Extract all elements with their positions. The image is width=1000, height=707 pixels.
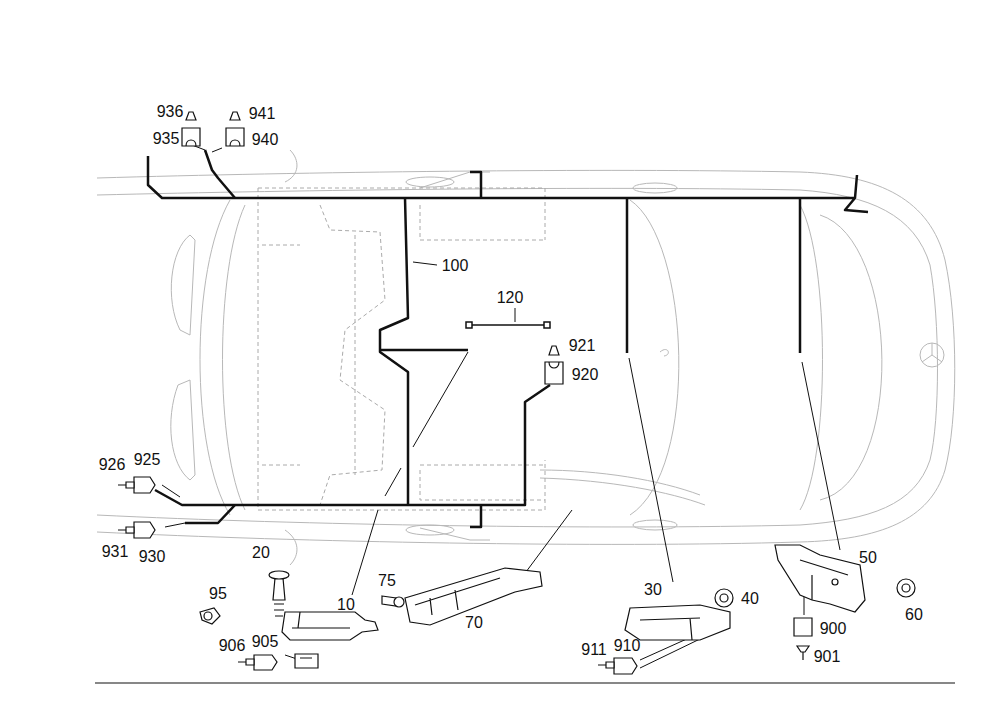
baseline-rule: [95, 682, 955, 683]
callout-number: 20: [252, 545, 270, 561]
connector-symbols: [118, 112, 812, 674]
callout-number: 921: [569, 338, 596, 354]
callout-number: 931: [102, 544, 129, 560]
callout-number: 940: [252, 132, 279, 148]
callout-number: 935: [153, 131, 180, 147]
callout-number: 95: [209, 586, 227, 602]
callout-number: 40: [741, 591, 759, 607]
callout-number: 10: [337, 597, 355, 613]
module-brackets: [200, 545, 915, 668]
callout-number: 926: [99, 457, 126, 473]
callout-number: 941: [249, 106, 276, 122]
callout-number: 906: [219, 638, 246, 654]
callout-number: 30: [644, 582, 662, 598]
callout-number: 75: [378, 573, 396, 589]
leader-lines: [162, 145, 840, 668]
callout-number: 925: [134, 452, 161, 468]
callout-number: 905: [252, 634, 279, 650]
car-outline: [97, 150, 955, 565]
callout-number: 50: [859, 550, 877, 566]
callout-number: 70: [465, 615, 483, 631]
callout-number: 930: [139, 549, 166, 565]
cable-120: [466, 322, 550, 328]
callout-number: 911: [581, 642, 607, 658]
callout-number: 100: [442, 258, 469, 274]
callout-number: 936: [157, 104, 184, 120]
callout-number: 901: [814, 649, 841, 665]
callout-number: 920: [572, 367, 599, 383]
callout-number: 900: [820, 621, 847, 637]
callout-number: 910: [614, 638, 641, 654]
wiring-harness: [148, 150, 868, 527]
callout-number: 60: [905, 607, 923, 623]
floor-structure: [258, 188, 545, 510]
callout-number: 120: [497, 290, 524, 306]
